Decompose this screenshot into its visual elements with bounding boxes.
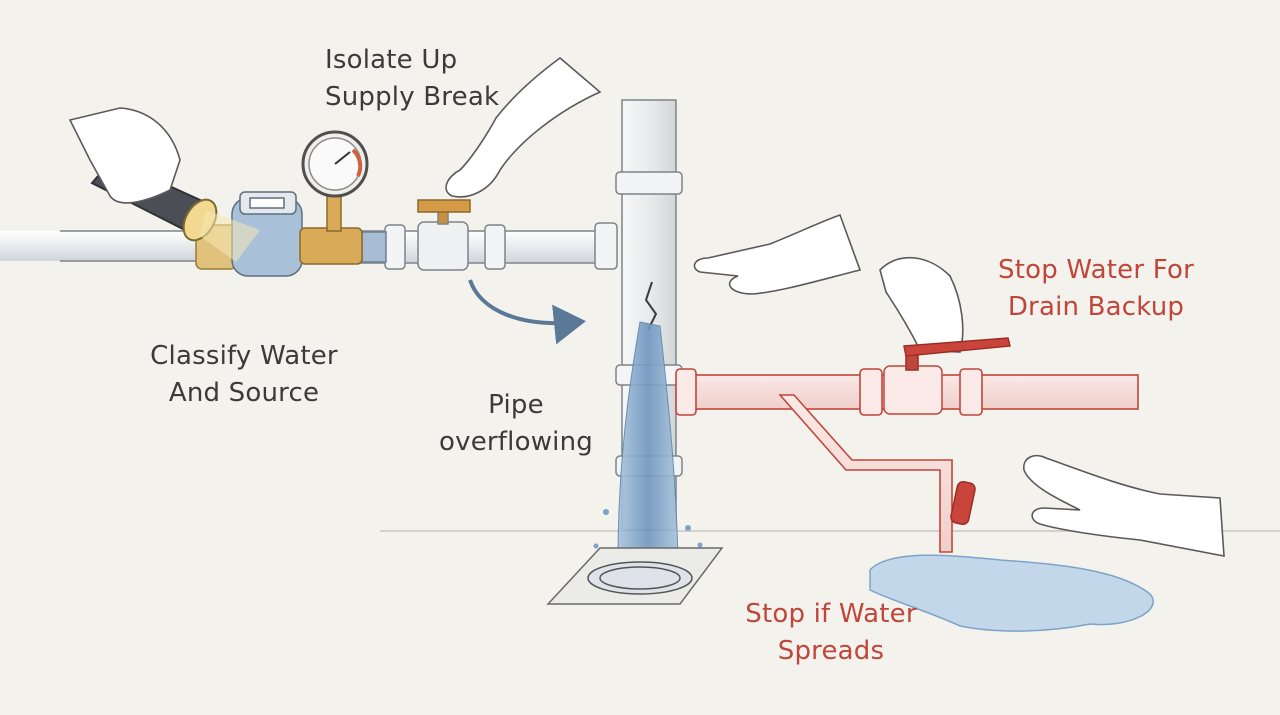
- pointing-hand-icon: [68, 56, 1225, 557]
- water-spray: [593, 321, 703, 561]
- label-classify-line1: Classify Water: [150, 341, 338, 371]
- label-drain-line2: Drain Backup: [1007, 292, 1185, 322]
- water-puddle-icon: [869, 554, 1154, 632]
- label-stop-water-spreads: Stop if Water Spreads: [736, 596, 926, 670]
- label-classify-line2: And Source: [168, 378, 320, 408]
- label-pipe-overflowing: Pipe overflowing: [430, 387, 602, 461]
- label-spreads-line1: Stop if Water: [745, 599, 917, 629]
- shutoff-valve-icon: [417, 199, 471, 271]
- supply-pipe: [0, 222, 618, 270]
- shutoff-valve-icon: [883, 337, 1011, 526]
- label-isolate-supply: Isolate Up Supply Break: [325, 42, 499, 116]
- label-stop-drain-backup: Stop Water For Drain Backup: [990, 252, 1202, 326]
- floor-drain-icon: [546, 547, 724, 605]
- label-classify-water: Classify Water And Source: [144, 338, 344, 412]
- label-drain-line1: Stop Water For: [998, 255, 1194, 285]
- label-isolate-line2: Supply Break: [325, 82, 500, 112]
- pressure-gauge-icon: [299, 130, 369, 265]
- label-spreads-line2: Spreads: [777, 636, 885, 666]
- label-pipe-line1: Pipe: [488, 390, 544, 420]
- flow-arrow: [468, 279, 586, 345]
- label-isolate-line1: Isolate Up: [325, 45, 458, 75]
- label-pipe-line2: overflowing: [439, 427, 593, 457]
